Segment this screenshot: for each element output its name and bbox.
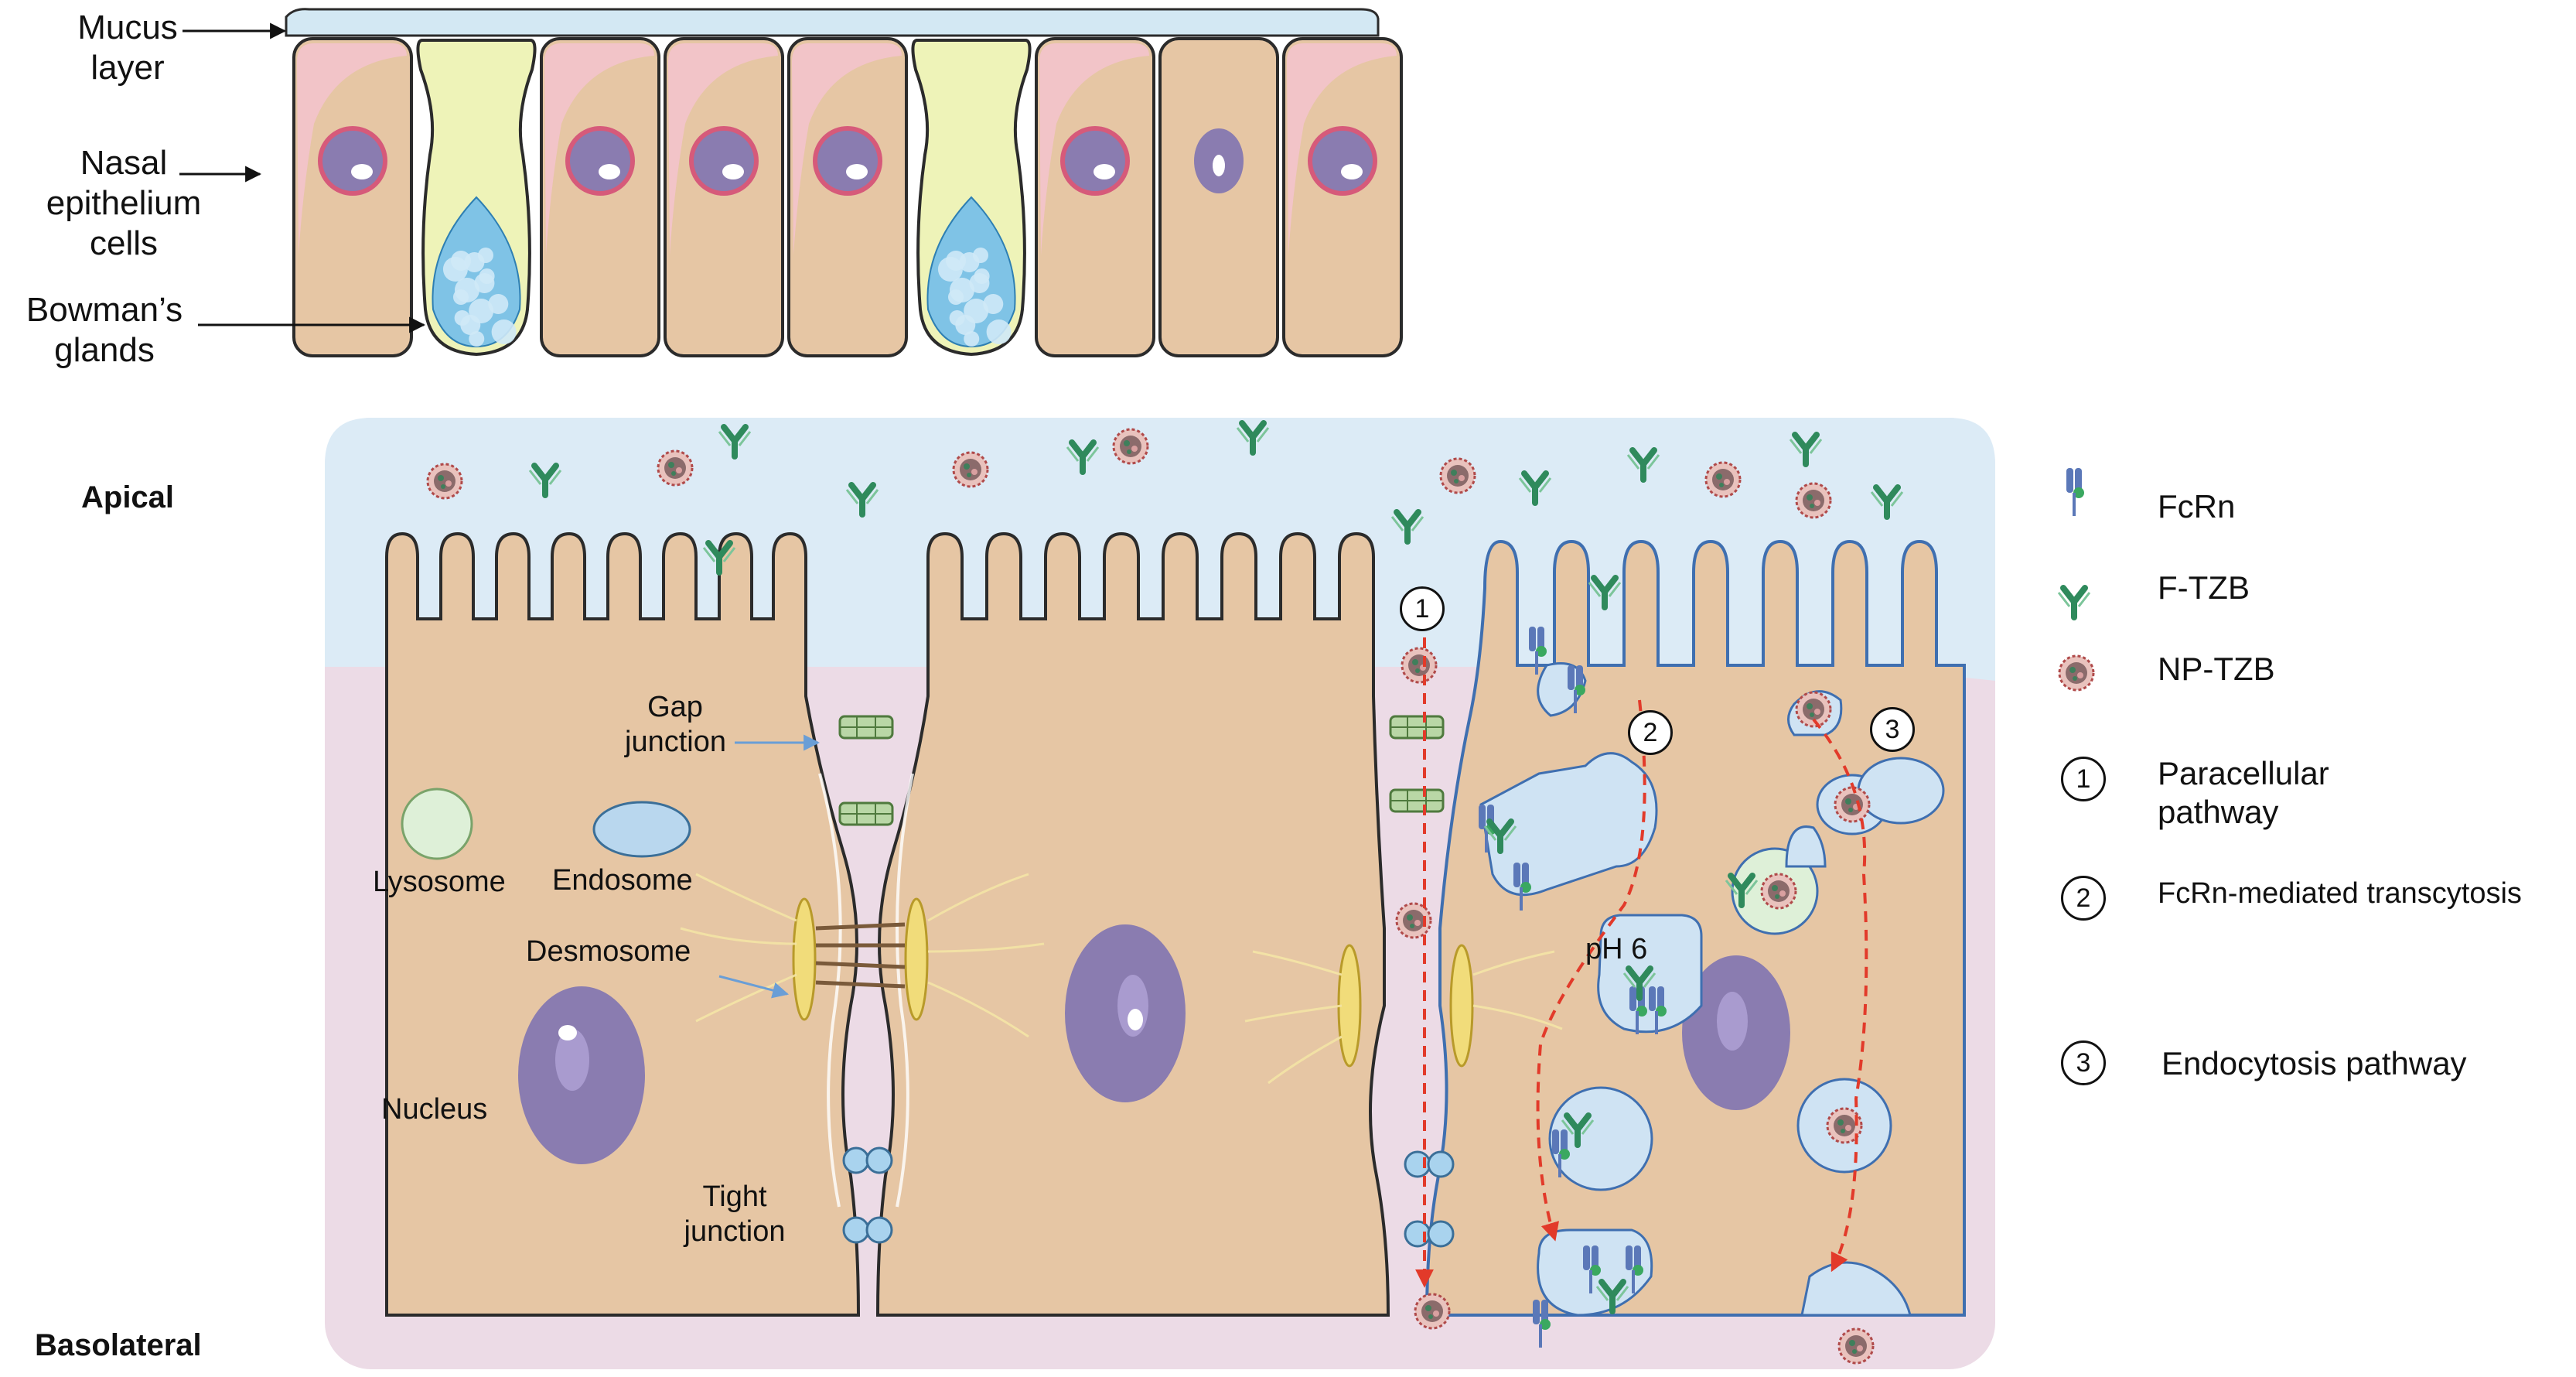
legend-fcrn-icon — [2065, 466, 2086, 518]
epithelial-cell-1 — [385, 531, 861, 1317]
epithelial-cell-2 — [875, 531, 1390, 1317]
legend-paracellular-line-2: pathway — [2158, 793, 2279, 830]
fcrn-path-arrow — [1536, 699, 1646, 1242]
tight-label-line-2: junction — [684, 1215, 786, 1248]
pathway-marker-2: 2 — [1628, 710, 1673, 755]
legend-marker-3: 3 — [2061, 1040, 2106, 1085]
lysosome-shape — [401, 788, 473, 860]
gap-junction-1 — [838, 715, 894, 740]
nptzb-in-vesicle-3 — [1760, 873, 1797, 910]
mucus-label-line-2: layer — [90, 48, 165, 87]
nasal-epithelial-cell — [540, 37, 660, 357]
legend-fcrn-transcytosis-label: FcRn-mediated transcytosis — [2158, 877, 2522, 910]
nptzb-basolateral-2 — [1837, 1327, 1875, 1365]
desmosome-left-plaque — [792, 897, 817, 1021]
nasal-epithelial-cell — [1282, 37, 1403, 357]
gap-label-line-2: junction — [625, 725, 726, 758]
pathway-marker-3: 3 — [1870, 707, 1915, 752]
legend-paracellular-label: Paracellular pathway — [2158, 754, 2329, 831]
main-panel — [325, 418, 1995, 1369]
desmosome-right-plaque — [904, 897, 929, 1021]
nptzb-in-vesicle-2 — [1834, 786, 1871, 823]
ph6-label: pH 6 — [1585, 933, 1648, 965]
nasal-label-line-1: Nasal — [80, 144, 168, 182]
nasal-epithelial-cell — [1035, 37, 1155, 357]
mucus-layer-label: Mucus layer — [62, 8, 193, 88]
desmosome-filaments-right — [1244, 950, 1563, 1085]
gap-junction-3 — [1389, 715, 1445, 740]
nasal-epithelium-label: Nasal epithelium cells — [35, 143, 213, 264]
bowman-label-line-2: glands — [54, 330, 155, 369]
gap-label-line-1: Gap — [647, 691, 703, 723]
lysosome-label: Lysosome — [373, 866, 506, 898]
legend-ftzb-label: F-TZB — [2158, 569, 2250, 606]
desmosome-filaments-left — [680, 873, 1045, 1038]
legend-endocytosis-label: Endocytosis pathway — [2161, 1045, 2467, 1081]
tight-label-line-1: Tight — [702, 1181, 767, 1213]
desmosome-right-left-plaque — [1337, 944, 1362, 1068]
mucus-layer-band — [285, 8, 1380, 37]
endocytosis-path-arrow — [1812, 718, 1868, 1273]
top-epithelium-strip — [285, 8, 1403, 357]
legend-marker-2: 2 — [2061, 876, 2106, 921]
tight-junction-label: Tight junction — [681, 1180, 789, 1249]
nptzb-paracellular-1 — [1401, 647, 1438, 684]
nasal-label-line-3: cells — [89, 224, 159, 262]
desmosome-right-right-plaque — [1449, 944, 1474, 1068]
endosome-shape — [592, 801, 691, 858]
mucus-label-line-1: Mucus — [77, 9, 178, 46]
desmosome-label: Desmosome — [526, 935, 691, 968]
nasal-epithelial-cell — [664, 37, 784, 357]
legend-nptzb-label: NP-TZB — [2158, 651, 2275, 687]
nasal-label-line-2: epithelium — [46, 183, 202, 222]
bowmans-gland — [416, 39, 537, 357]
endosome-label: Endosome — [552, 864, 693, 897]
pathway-marker-1: 1 — [1400, 586, 1445, 631]
bowman-label-line-1: Bowman’s — [26, 291, 183, 329]
nasal-epithelial-cell — [1158, 37, 1279, 357]
legend-icons — [2058, 466, 2095, 692]
bowmans-gland — [911, 39, 1032, 357]
gap-junction-2 — [838, 801, 894, 826]
legend-paracellular-line-1: Paracellular — [2158, 755, 2329, 791]
basolateral-label: Basolateral — [35, 1328, 202, 1362]
gap-junction-label: Gap junction — [625, 690, 726, 760]
nasal-epithelial-cell — [787, 37, 908, 357]
gap-junction-4 — [1389, 788, 1445, 813]
nasal-epithelial-cell — [292, 37, 413, 357]
legend-nptzb-icon — [2058, 654, 2095, 692]
nptzb-basolateral-1 — [1414, 1293, 1451, 1330]
desmosome-pointer — [718, 975, 790, 999]
bowmans-glands-label: Bowman’s glands — [12, 290, 197, 371]
nucleus-label: Nucleus — [381, 1093, 488, 1126]
legend-fcrn-label: FcRn — [2158, 488, 2236, 524]
apical-label: Apical — [81, 480, 175, 514]
legend-marker-1: 1 — [2061, 757, 2106, 801]
legend-ftzb-icon — [2059, 588, 2090, 617]
